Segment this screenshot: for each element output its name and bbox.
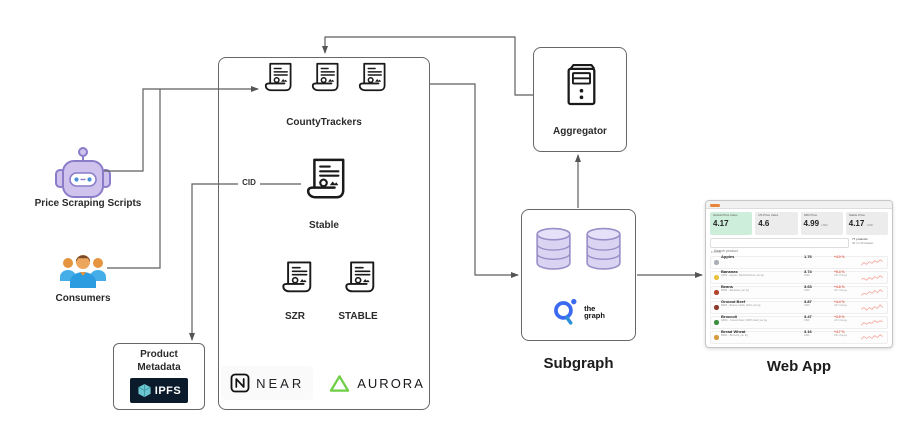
sparkline <box>860 304 884 311</box>
product-row[interactable]: Ground Beef GB01 - Ground beef, 100% bee… <box>710 299 888 322</box>
webapp-window: Global Price Index 4.17 US Price Index 4… <box>705 200 893 348</box>
webapp-titlebar <box>706 201 892 209</box>
product-row[interactable]: Bread Wheat BW01 - Bread, wheat, white, … <box>710 329 888 344</box>
product-row[interactable]: Beans BE04 - Beans, black, dried, per kg… <box>710 284 888 307</box>
sparkline <box>860 334 884 340</box>
stat-cards: Global Price Index 4.17 US Price Index 4… <box>710 212 888 235</box>
stat-card-szr-price[interactable]: SZR Price 4.99 USD <box>800 212 843 235</box>
stable-label: Stable <box>308 220 339 231</box>
aggregator-label: Aggregator <box>553 126 607 137</box>
aggregator-box: Aggregator <box>533 47 627 152</box>
sparkline <box>860 259 884 266</box>
search-field[interactable] <box>710 238 849 255</box>
product-metadata-label-line1: Product <box>140 349 178 360</box>
sparkline <box>861 275 884 281</box>
ipfs-cube-icon <box>137 383 151 398</box>
edge-contracts-to-subgraph <box>430 83 519 278</box>
the-graph-text-line2: graph <box>584 311 605 320</box>
ipfs-logo: IPFS <box>130 378 188 403</box>
near-logo-text: NEAR <box>256 375 305 391</box>
broccoli-icon <box>714 320 721 325</box>
database-icon <box>533 226 574 271</box>
the-graph-icon <box>554 298 577 325</box>
stat-card-global-price-index[interactable]: Global Price Index 4.17 <box>710 212 753 235</box>
database-icon <box>583 226 624 271</box>
basket-note: 36 in US basket <box>852 240 874 245</box>
sparkline <box>860 320 883 326</box>
the-graph-text-line1: the <box>584 303 596 313</box>
countytrackers-label: CountyTrackers <box>286 117 362 128</box>
ipfs-logo-text: IPFS <box>154 384 182 397</box>
cid-edge-label: CID <box>238 178 260 187</box>
web-app-label: Web App <box>766 358 832 375</box>
beans-icon <box>714 290 721 295</box>
contract-icon <box>260 58 294 98</box>
subgraph-box: the graph <box>521 209 636 341</box>
aurora-logo: AURORA <box>327 370 427 397</box>
sparkline <box>860 289 884 296</box>
near-n-icon <box>230 373 250 393</box>
price-scraping-scripts-label: Price Scraping Scripts <box>34 198 142 209</box>
robot-icon <box>55 147 111 198</box>
aurora-logo-text: AURORA <box>357 375 425 391</box>
category-label: FOOD <box>711 250 722 254</box>
window-control-icon[interactable] <box>710 203 720 207</box>
stat-card-stable-price[interactable]: Stable Price 4.17 USD <box>845 212 888 235</box>
chain-logos: NEAR AURORA <box>219 366 429 400</box>
product-metadata-box: Product Metadata IPFS <box>113 343 205 410</box>
stat-card-us-price-index[interactable]: US Price Index 4.6 <box>755 212 798 235</box>
product-row[interactable]: Apples AP02 - Apples, Red Delicious, per… <box>710 254 888 277</box>
contract-icon <box>277 257 314 299</box>
near-logo: NEAR <box>221 366 314 400</box>
banana-icon <box>714 275 721 280</box>
countytracker-contracts <box>219 58 429 98</box>
people-icon <box>60 255 106 288</box>
bread-icon <box>714 335 721 340</box>
stable-token-label: STABLE <box>338 311 378 322</box>
product-row[interactable]: Broccoli BR01 - Broccoli, per kg 3.47 US… <box>710 314 888 337</box>
contract-icon <box>300 154 348 206</box>
the-graph-logo: the graph <box>522 298 635 326</box>
products-count: 77 products <box>852 237 868 241</box>
apple-icon <box>714 260 721 265</box>
product-metadata-label-line2: Metadata <box>137 361 181 373</box>
contracts-box: CountyTrackers Stable SZR STABLE NEAR AU… <box>218 57 430 410</box>
search-input[interactable] <box>711 247 848 255</box>
ground-beef-icon <box>714 305 721 310</box>
product-row[interactable]: Bananas BN01 - Bananas, per kg 3.74 USD … <box>710 269 888 292</box>
edge-consumers-to-contracts <box>107 89 161 269</box>
subgraph-label: Subgraph <box>543 355 614 372</box>
server-icon <box>567 64 596 106</box>
consumers-label: Consumers <box>55 293 111 304</box>
aurora-triangle-icon <box>330 374 350 392</box>
contract-icon <box>307 58 341 98</box>
contract-icon <box>340 257 377 299</box>
contract-icon <box>354 58 388 98</box>
